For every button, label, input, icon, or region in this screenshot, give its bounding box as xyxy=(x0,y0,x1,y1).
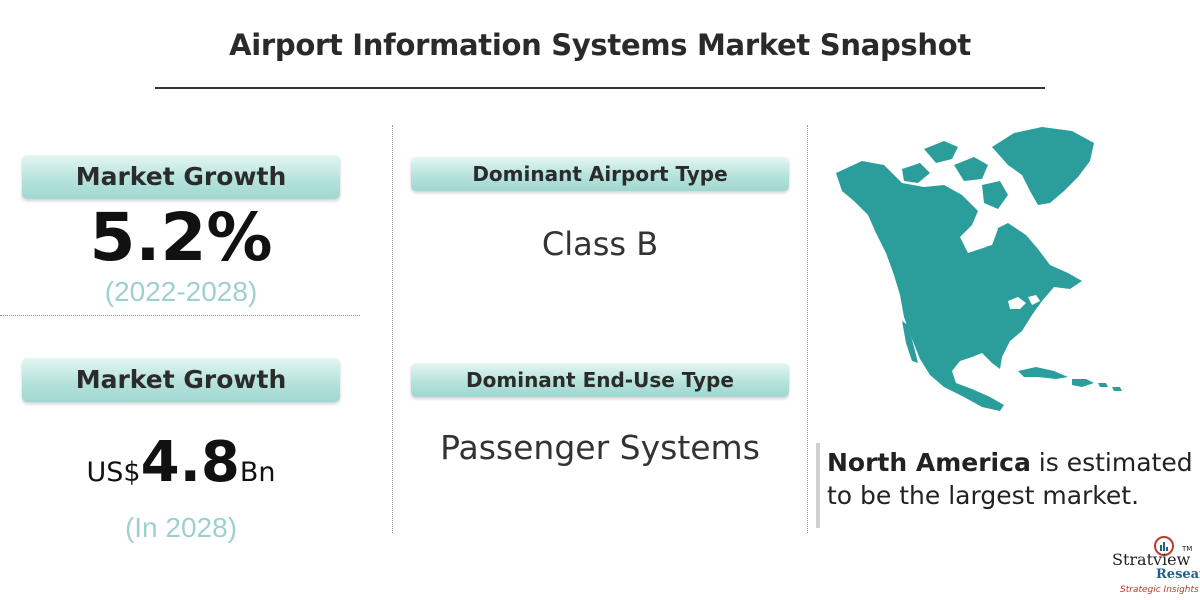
market-growth-period: (2022-2028) xyxy=(104,276,258,307)
title-underline xyxy=(155,87,1045,89)
region-text-line2: to be the largest market. xyxy=(827,481,1140,510)
region-name: North America xyxy=(827,448,1031,477)
divider-right xyxy=(807,125,808,533)
logo-brand-line2: Research xyxy=(1156,567,1200,582)
end-use-value: Passenger Systems xyxy=(440,428,760,467)
logo-brand: Stratview xyxy=(1112,550,1191,569)
region-text: is estimated xyxy=(1030,448,1193,477)
market-growth-pill: Market Growth xyxy=(22,155,340,199)
market-size-year: (In 2028) xyxy=(124,512,238,543)
airport-type-value: Class B xyxy=(541,225,659,263)
north-america-accent-bar xyxy=(816,443,820,528)
stratview-logo-icon xyxy=(1154,536,1174,556)
market-size-value-row: US$4.8Bn xyxy=(22,430,340,495)
market-size-prefix: US$ xyxy=(86,457,141,488)
market-size-pill: Market Growth xyxy=(22,358,340,402)
logo-tagline: Strategic Insights Delivered xyxy=(1120,585,1200,595)
north-america-map-icon xyxy=(832,125,1132,413)
end-use-pill: Dominant End-Use Type xyxy=(411,363,789,397)
market-growth-value: 5.2% xyxy=(89,199,273,276)
stratview-logo: Stratview TM Research Strategic Insights… xyxy=(1100,535,1200,600)
market-size-suffix: Bn xyxy=(239,457,276,488)
page-title: Airport Information Systems Market Snaps… xyxy=(229,28,971,62)
divider-left xyxy=(392,125,393,533)
north-america-statement: North America is estimated to be the lar… xyxy=(827,446,1200,512)
airport-type-pill: Dominant Airport Type xyxy=(411,157,789,191)
divider-left-horizontal xyxy=(0,315,360,316)
logo-trademark: TM xyxy=(1182,545,1193,553)
market-size-value: 4.8 xyxy=(140,430,240,495)
